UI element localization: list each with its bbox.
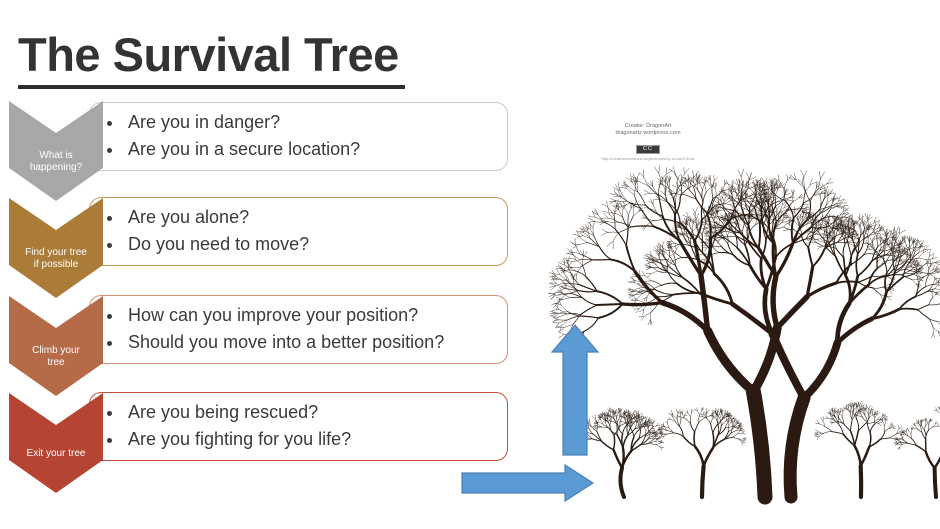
bullet-item: Are you in a secure location? <box>124 136 507 163</box>
bullet-item: How can you improve your position? <box>124 302 507 329</box>
credit-license-url: http://creativecommons.org/licenses/by-n… <box>601 156 695 161</box>
chevron-label: Climb your tree <box>32 344 80 369</box>
question-box-3: How can you improve your position? Shoul… <box>89 295 508 364</box>
question-box-2: Are you alone? Do you need to move? <box>89 197 508 266</box>
bullet-item: Are you fighting for you life? <box>124 426 507 453</box>
chevron-step-exit-your-tree: Exit your tree <box>9 393 103 493</box>
chevron-label: What is happening? <box>29 149 83 174</box>
bullet-item: Do you need to move? <box>124 231 507 258</box>
artwork-credit: Creator: DragonArt dragonartz.wordpress.… <box>600 123 696 162</box>
credit-creator: Creator: DragonArt <box>624 123 672 129</box>
question-box-1: Are you in danger? Are you in a secure l… <box>89 102 508 171</box>
question-box-4: Are you being rescued? Are you fighting … <box>89 392 508 461</box>
credit-site: dragonartz.wordpress.com <box>615 130 681 136</box>
chevron-label: Exit your tree <box>26 447 86 459</box>
up-arrow <box>550 324 600 456</box>
chevron-step-what-is-happening: What is happening? <box>9 101 103 201</box>
bullet-item: Are you alone? <box>124 204 507 231</box>
bullet-item: Are you being rescued? <box>124 399 507 426</box>
chevron-step-find-your-tree: Find your tree if possible <box>9 198 103 298</box>
cc-license-badge: CC <box>636 145 660 154</box>
chevron-label: Find your tree if possible <box>25 246 87 271</box>
page-title: The Survival Tree <box>18 28 405 90</box>
bullet-item: Should you move into a better position? <box>124 329 507 356</box>
chevron-step-climb-your-tree: Climb your tree <box>9 296 103 396</box>
right-arrow <box>461 463 595 503</box>
bullet-item: Are you in danger? <box>124 109 507 136</box>
